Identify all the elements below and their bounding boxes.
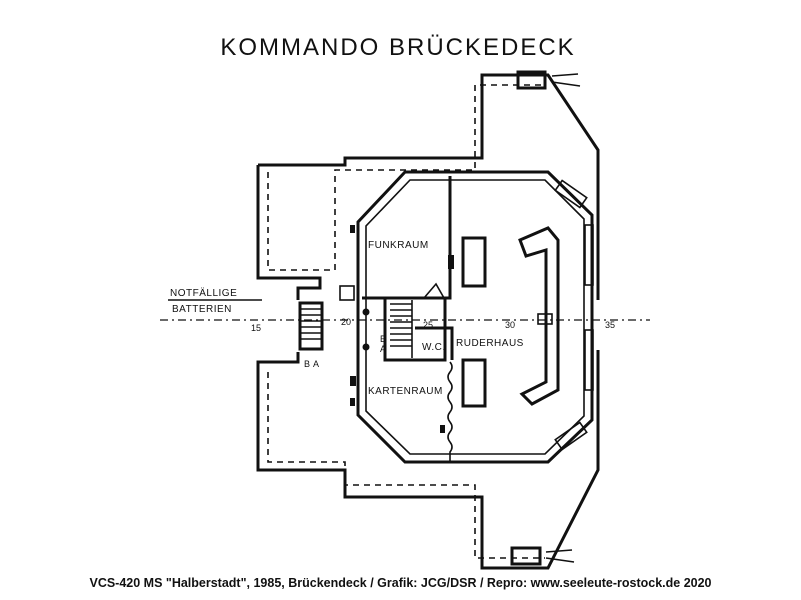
room-label-funkraum: FUNKRAUM <box>368 240 429 251</box>
plan-title: KOMMANDO BRÜCKEDECK <box>220 34 575 61</box>
room-label-ruderhaus: RUDERHAUS <box>456 338 524 349</box>
funkraum-walls <box>362 176 452 300</box>
marker-a-inner: A <box>380 344 386 354</box>
frame-number-35: 35 <box>605 320 615 330</box>
room-label-wc: W.C. <box>422 342 446 353</box>
bench-bottom <box>554 421 588 451</box>
fixture-kartenraum-left <box>350 376 356 386</box>
wc-walls <box>415 326 454 360</box>
curtain-line <box>447 361 453 462</box>
left-stair-frame <box>298 301 324 351</box>
bench-right-upper <box>584 224 594 286</box>
signal-light-arrow-top <box>516 70 581 90</box>
deck-inner-dashed-lower <box>267 372 545 559</box>
bench-right-lower <box>584 329 594 391</box>
note-batterien: BATTERIEN <box>172 304 232 315</box>
fixture-lower-left <box>350 398 355 406</box>
note-notfaellige: NOTFÄLLIGE <box>170 287 237 299</box>
marker-a-outer: A <box>313 359 319 369</box>
room-label-kartenraum: KARTENRAUM <box>368 386 443 397</box>
inner-stair-treads <box>390 300 413 358</box>
bench-top <box>554 179 588 209</box>
frame-number-15: 15 <box>251 323 261 333</box>
deckhouse-outline <box>356 170 594 464</box>
fixture-round-upper <box>362 308 370 316</box>
fixture-funkraum-door <box>448 255 454 269</box>
steering-console <box>518 226 560 406</box>
frame-number-30: 30 <box>505 320 515 330</box>
fixture-kartenraum <box>440 425 445 433</box>
left-stair-treads <box>300 308 322 340</box>
battery-box <box>339 285 355 301</box>
table-kartenraum <box>461 358 487 408</box>
frame-number-25: 25 <box>423 320 433 330</box>
deck-inner-dashed-upper <box>267 84 545 271</box>
marker-b-outer: B <box>304 359 310 369</box>
marker-b-inner: B <box>380 334 386 344</box>
funkraum-door <box>423 282 445 299</box>
deck-outline-upper <box>256 73 600 300</box>
table-funkraum <box>461 236 487 288</box>
fixture-round-lower <box>362 343 370 351</box>
image-caption: VCS-420 MS "Halberstadt", 1985, Brückend… <box>89 576 712 590</box>
fixture-upper-left <box>350 225 355 233</box>
frame-number-20: 20 <box>341 317 351 327</box>
signal-light-arrow-bottom <box>510 546 575 566</box>
deck-outline-lower <box>256 350 600 570</box>
console-pedestal <box>537 313 553 325</box>
